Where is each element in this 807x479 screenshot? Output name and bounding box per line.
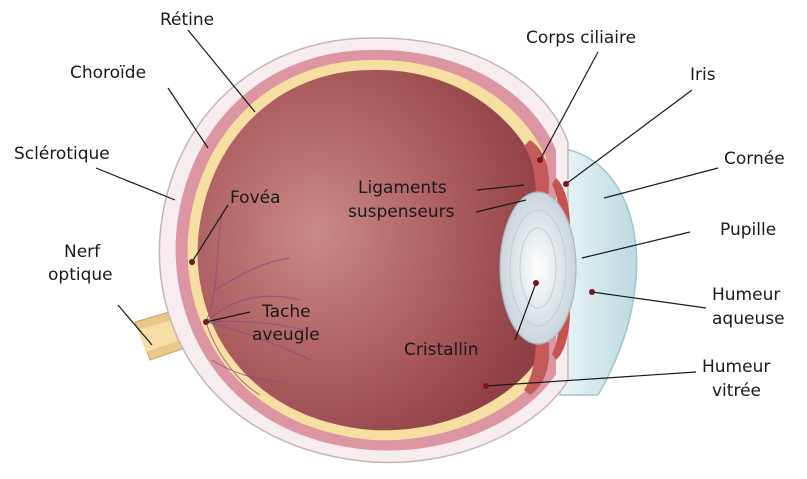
label-humeur-aqueuse-line2: aqueuse	[712, 309, 785, 329]
label-ligaments-line2: suspenseurs	[348, 202, 455, 222]
label-pupille: Pupille	[720, 220, 776, 240]
label-cristallin: Cristallin	[404, 340, 478, 360]
label-sclerotique: Sclérotique	[14, 144, 110, 164]
label-iris: Iris	[690, 65, 716, 85]
label-fovea: Fovéa	[230, 188, 281, 208]
label-retine: Rétine	[160, 10, 214, 30]
lens	[500, 192, 576, 344]
label-tache-aveugle-line2: aveugle	[252, 325, 320, 345]
label-corps-ciliaire: Corps ciliaire	[526, 28, 636, 48]
label-cornee: Cornée	[724, 149, 785, 169]
label-choroide: Choroïde	[70, 63, 146, 83]
label-ligaments-line1: Ligaments	[358, 178, 447, 198]
label-humeur-vitree-line1: Humeur	[702, 357, 770, 377]
label-humeur-aqueuse-line1: Humeur	[712, 285, 780, 305]
label-tache-aveugle-line1: Tache	[261, 302, 311, 322]
label-nerf-optique-line2: optique	[48, 265, 113, 285]
label-nerf-optique-line1: Nerf	[64, 242, 101, 262]
label-humeur-vitree-line2: vitrée	[712, 381, 761, 401]
